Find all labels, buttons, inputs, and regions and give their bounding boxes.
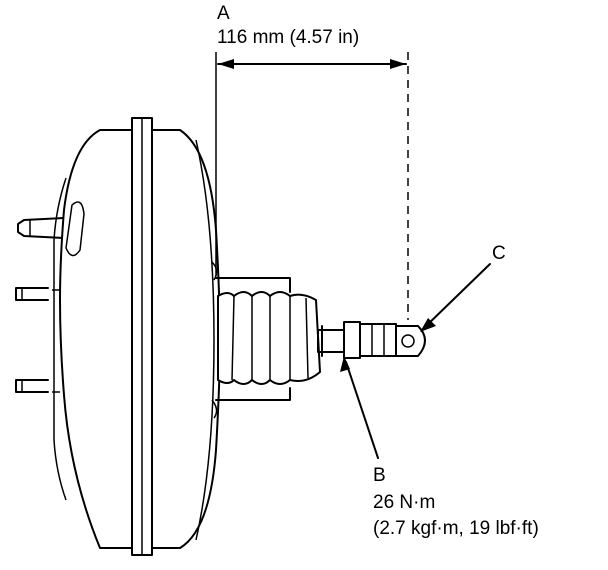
label-a-letter: A — [217, 3, 230, 24]
leader-c — [420, 263, 491, 332]
mounting-studs — [15, 287, 49, 393]
dimension-a — [215, 52, 409, 320]
label-b-torque: 26 N·m — [373, 492, 436, 513]
label-a-dimension: 116 mm (4.57 in) — [217, 27, 360, 48]
push-rod — [317, 321, 426, 359]
vacuum-fitting — [17, 217, 65, 239]
booster-housing — [52, 117, 221, 556]
leader-b — [340, 356, 379, 459]
label-c-letter: C — [492, 243, 506, 264]
push-rod-boot — [211, 261, 321, 419]
label-b-torque-alt: (2.7 kgf·m, 19 lbf·ft) — [373, 518, 539, 539]
label-b-letter: B — [373, 465, 386, 486]
